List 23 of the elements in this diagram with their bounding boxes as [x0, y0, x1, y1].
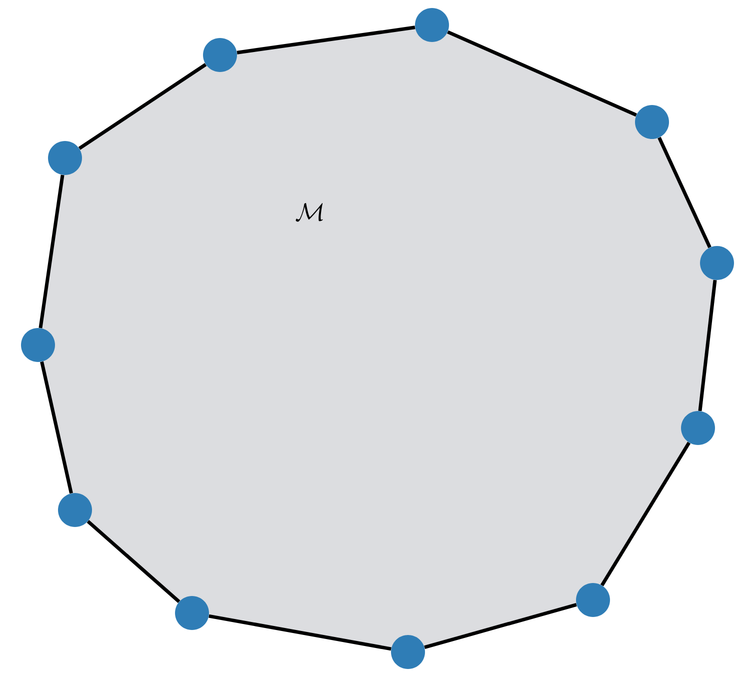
polygon-edge	[208, 614, 392, 651]
vertex-dot	[21, 328, 55, 362]
polygon-edge	[86, 520, 180, 603]
polygon-edge	[600, 442, 691, 586]
polygon-edge	[698, 280, 717, 412]
region-label: $\mathcal{M}$	[296, 203, 323, 222]
vertex-dot	[415, 8, 449, 42]
vertex-dot	[576, 583, 610, 617]
vertex-dot	[175, 596, 209, 630]
polygon-edge	[658, 136, 712, 248]
vertex-dot	[700, 246, 734, 280]
vertex-dot	[203, 38, 237, 72]
polygon-edge	[424, 602, 577, 650]
polygon-edge	[447, 30, 637, 117]
polygon-edge	[236, 26, 416, 54]
polygon-edge	[40, 361, 73, 494]
polygon-edge	[38, 174, 64, 328]
vertex-dot	[58, 493, 92, 527]
vertex-dot	[48, 141, 82, 175]
vertex-dot	[635, 105, 669, 139]
vertex-dot	[391, 635, 425, 669]
polygon-edge	[78, 63, 207, 150]
vertex-dot	[681, 411, 715, 445]
